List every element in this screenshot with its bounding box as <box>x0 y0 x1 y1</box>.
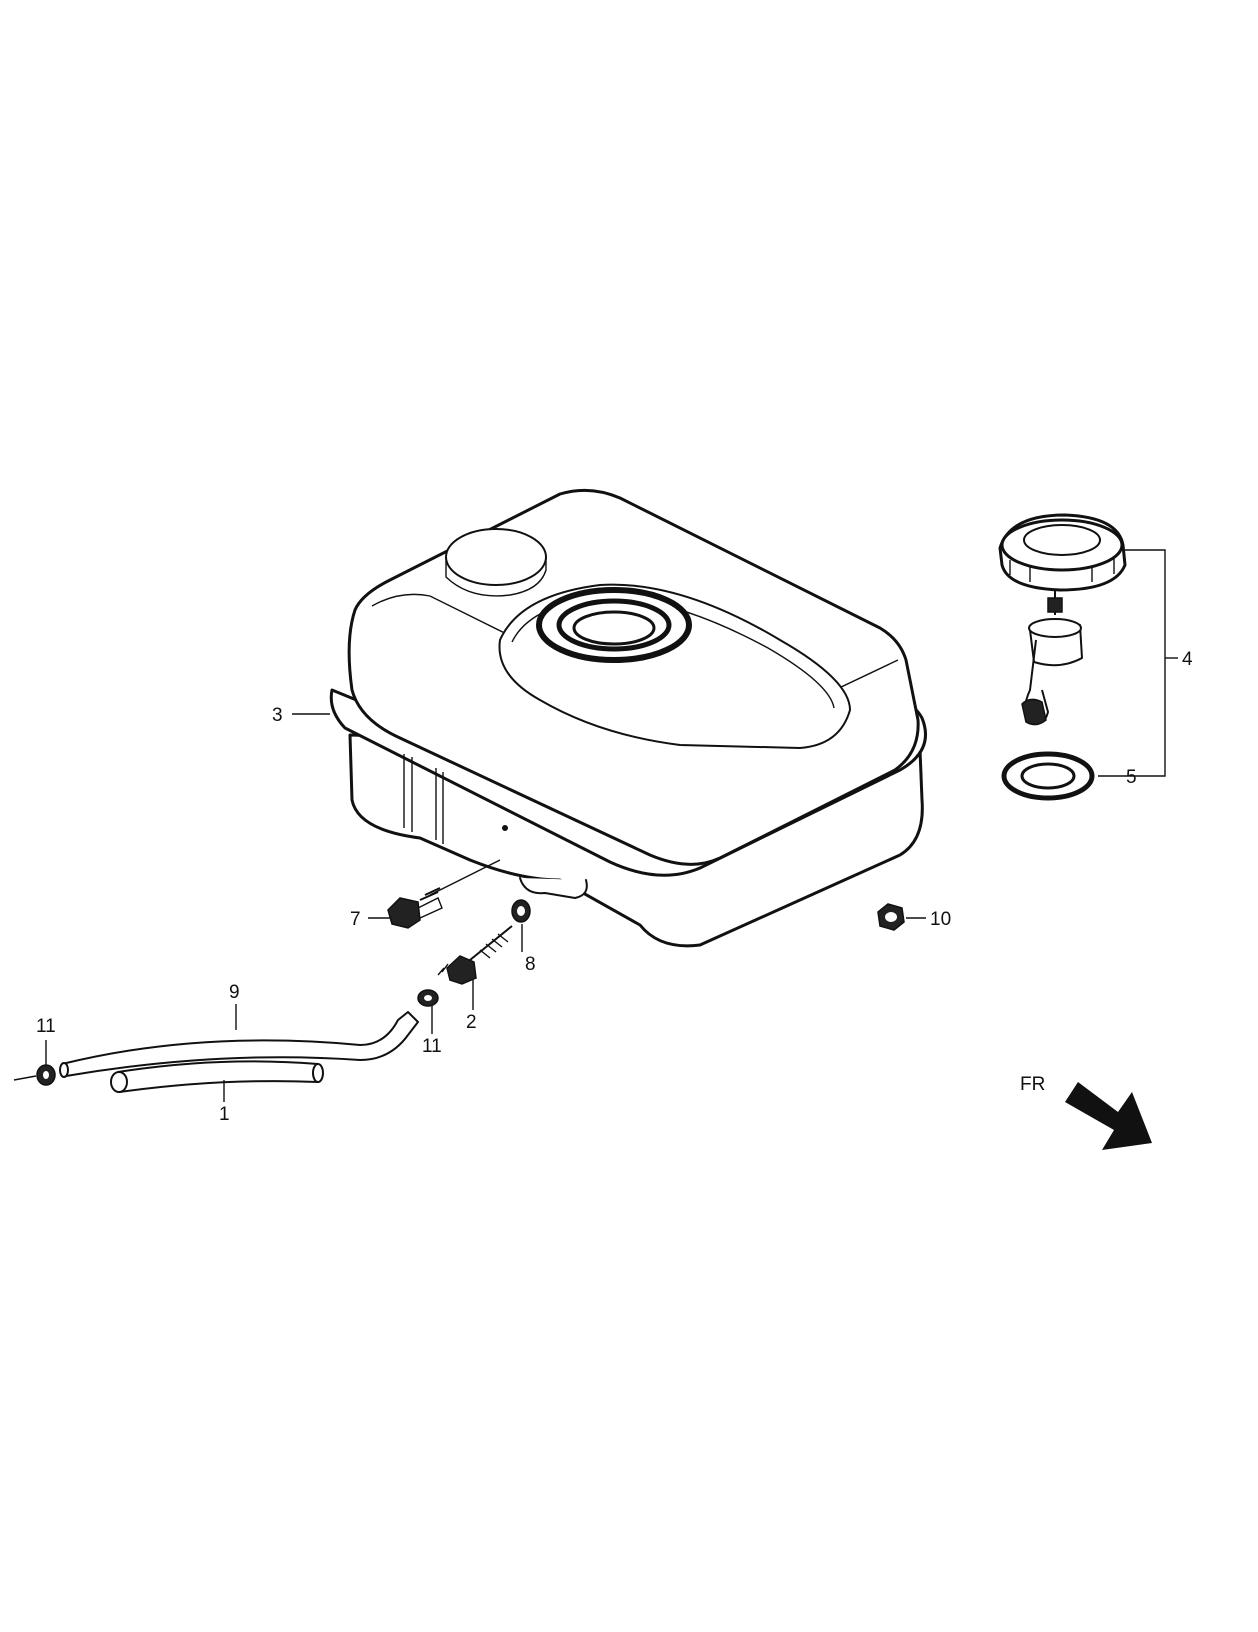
fuel-valve <box>437 925 513 985</box>
callout-2: 2 <box>466 1012 477 1033</box>
hose-clip-right <box>417 989 439 1007</box>
callout-4: 4 <box>1182 649 1193 670</box>
callout-9: 9 <box>229 982 240 1003</box>
direction-label: FR <box>1020 1074 1045 1095</box>
leader-lines <box>45 549 1178 1102</box>
callout-1: 1 <box>219 1104 230 1125</box>
fuel-filler-cap <box>998 513 1127 726</box>
callout-5: 5 <box>1126 767 1137 788</box>
nut <box>877 903 905 931</box>
callout-11-right: 11 <box>422 1036 442 1057</box>
fuel-tube <box>59 1011 419 1078</box>
flange-bolt <box>387 859 501 929</box>
hose-clip-left <box>13 1064 56 1086</box>
filler-neck-recess <box>498 583 851 749</box>
callout-labels: 3 4 5 7 8 2 11 11 9 1 10 <box>36 649 1193 1125</box>
filler-cap-gasket <box>1001 751 1095 801</box>
direction-indicator: FR <box>1020 1074 1152 1150</box>
callout-11-left: 11 <box>36 1016 56 1037</box>
vent-tube <box>110 1060 324 1093</box>
tank-boss <box>445 528 547 597</box>
callout-10: 10 <box>930 909 951 930</box>
callout-3: 3 <box>272 705 283 726</box>
callout-7: 7 <box>350 909 361 930</box>
arrow-down-right-icon <box>1065 1082 1152 1150</box>
fuel-tank <box>329 488 927 948</box>
washer <box>511 899 531 923</box>
callout-8: 8 <box>525 954 536 975</box>
